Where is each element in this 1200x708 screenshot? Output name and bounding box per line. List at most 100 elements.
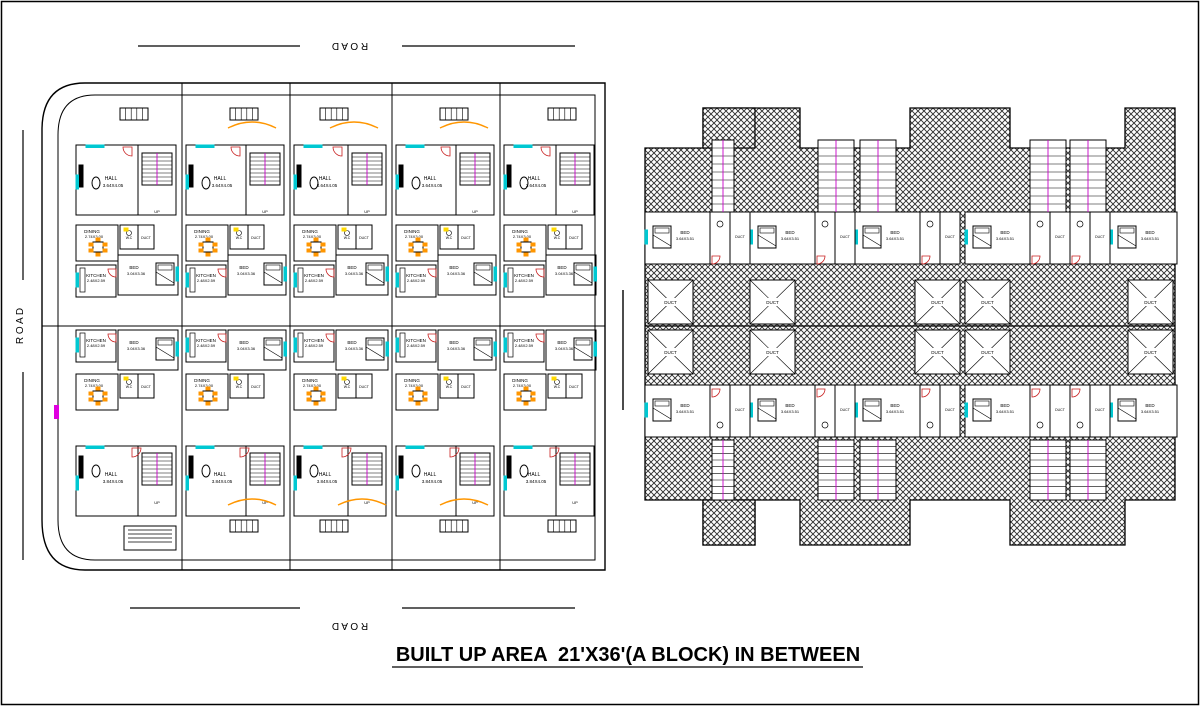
wc-duct: DUCT (709, 211, 751, 265)
bed-label: BED (1000, 403, 1010, 408)
duct-label: DUCT (981, 350, 994, 355)
right-plan: BED3.64X3.51BED3.64X3.51BED3.64X3.51BED3… (622, 107, 1178, 546)
duct-label: DUCT (840, 235, 851, 239)
hall-dim: 3.64X4.05 (317, 183, 338, 188)
dining-label: DINING (194, 378, 210, 383)
kitchen-label: KITCHEN (304, 273, 324, 278)
dining-dim: 2.74X3.00 (405, 383, 424, 388)
duct-label: DUCT (359, 385, 370, 389)
hall-label: HALL (105, 472, 118, 478)
bed-label: BED (890, 403, 900, 408)
duct-label: DUCT (569, 385, 580, 389)
kitchen-dim: 2.48X2.59 (305, 278, 324, 283)
door (816, 255, 826, 265)
door (711, 255, 721, 265)
door (131, 447, 142, 458)
kitchen-label: KITCHEN (86, 338, 106, 343)
bed-label: BED (1145, 230, 1155, 235)
duct-shaft: DUCT (1127, 329, 1174, 375)
duct-label: DUCT (141, 236, 152, 240)
dining-table (516, 386, 536, 406)
duct-shaft: DUCT (647, 329, 694, 375)
wc-label: W.C (344, 236, 351, 240)
dining-table (306, 237, 326, 257)
door (341, 447, 352, 458)
staircase (711, 439, 735, 501)
bed-furniture (652, 225, 672, 249)
door (217, 268, 227, 278)
dining-label: DINING (84, 229, 100, 234)
stair-up-label: UP (472, 500, 478, 505)
bed-label: BED (129, 265, 139, 270)
door (217, 333, 227, 343)
duct-label: DUCT (461, 236, 472, 240)
coffee-table (201, 464, 211, 478)
wc-duct: DUCT (709, 384, 751, 438)
bed-label: BED (1145, 403, 1155, 408)
hall-label: HALL (424, 472, 437, 478)
wc-duct: DUCT (1029, 384, 1071, 438)
balcony-step (119, 107, 149, 121)
bed-label: BED (239, 340, 249, 345)
bed-label: BED (449, 265, 459, 270)
balcony-rail (329, 121, 379, 129)
duct-label: DUCT (981, 300, 994, 305)
bed-dim: 3.64X3.51 (676, 236, 695, 241)
wc-duct: DUCT (919, 211, 961, 265)
wc-label: W.C (236, 385, 243, 389)
bed-label: BED (449, 340, 459, 345)
bed-label: BED (785, 230, 795, 235)
kitchen-dim: 2.48X2.59 (87, 343, 106, 348)
door (325, 333, 335, 343)
duct-shaft: DUCT (964, 329, 1011, 375)
bed-furniture (365, 337, 385, 361)
duct-label: DUCT (251, 385, 262, 389)
staircase (1069, 139, 1107, 213)
kitchen-dim: 2.48X2.59 (87, 278, 106, 283)
kitchen-label: KITCHEN (196, 273, 216, 278)
duct-shaft: DUCT (914, 329, 961, 375)
bed-label: BED (347, 265, 357, 270)
wc-duct: DUCT (814, 384, 856, 438)
hall-label: HALL (105, 176, 118, 182)
duct-shaft: DUCT (964, 279, 1011, 325)
duct-label: DUCT (1055, 235, 1066, 239)
bed-dim: 3.64X3.51 (781, 236, 800, 241)
door (1071, 388, 1081, 398)
coffee-table (201, 176, 211, 190)
staircase (249, 152, 281, 186)
staircase (141, 152, 173, 186)
balcony-step (319, 519, 349, 533)
dining-label: DINING (512, 229, 528, 234)
dining-label: DINING (194, 229, 210, 234)
wc-duct: DUCT (814, 211, 856, 265)
hall-dim: 3.84X4.05 (103, 479, 124, 484)
door (540, 146, 551, 157)
duct-label: DUCT (945, 235, 956, 239)
dining-label: DINING (404, 378, 420, 383)
sofa (296, 455, 302, 479)
bed-furniture (155, 262, 175, 286)
road-bottom: R O A D (130, 607, 575, 631)
pink-marker (54, 405, 59, 419)
door (1031, 388, 1041, 398)
duct-shaft: DUCT (647, 279, 694, 325)
balcony-rail (439, 498, 489, 506)
hall-dim: 3.84X4.05 (422, 479, 443, 484)
sofa (78, 164, 84, 188)
door (921, 388, 931, 398)
hall-label: HALL (214, 472, 227, 478)
staircase (1029, 439, 1067, 501)
balcony-step (229, 107, 259, 121)
kitchen-label: KITCHEN (86, 273, 106, 278)
hall-label: HALL (528, 472, 541, 478)
bed-dim: 3.64X3.51 (996, 409, 1015, 414)
